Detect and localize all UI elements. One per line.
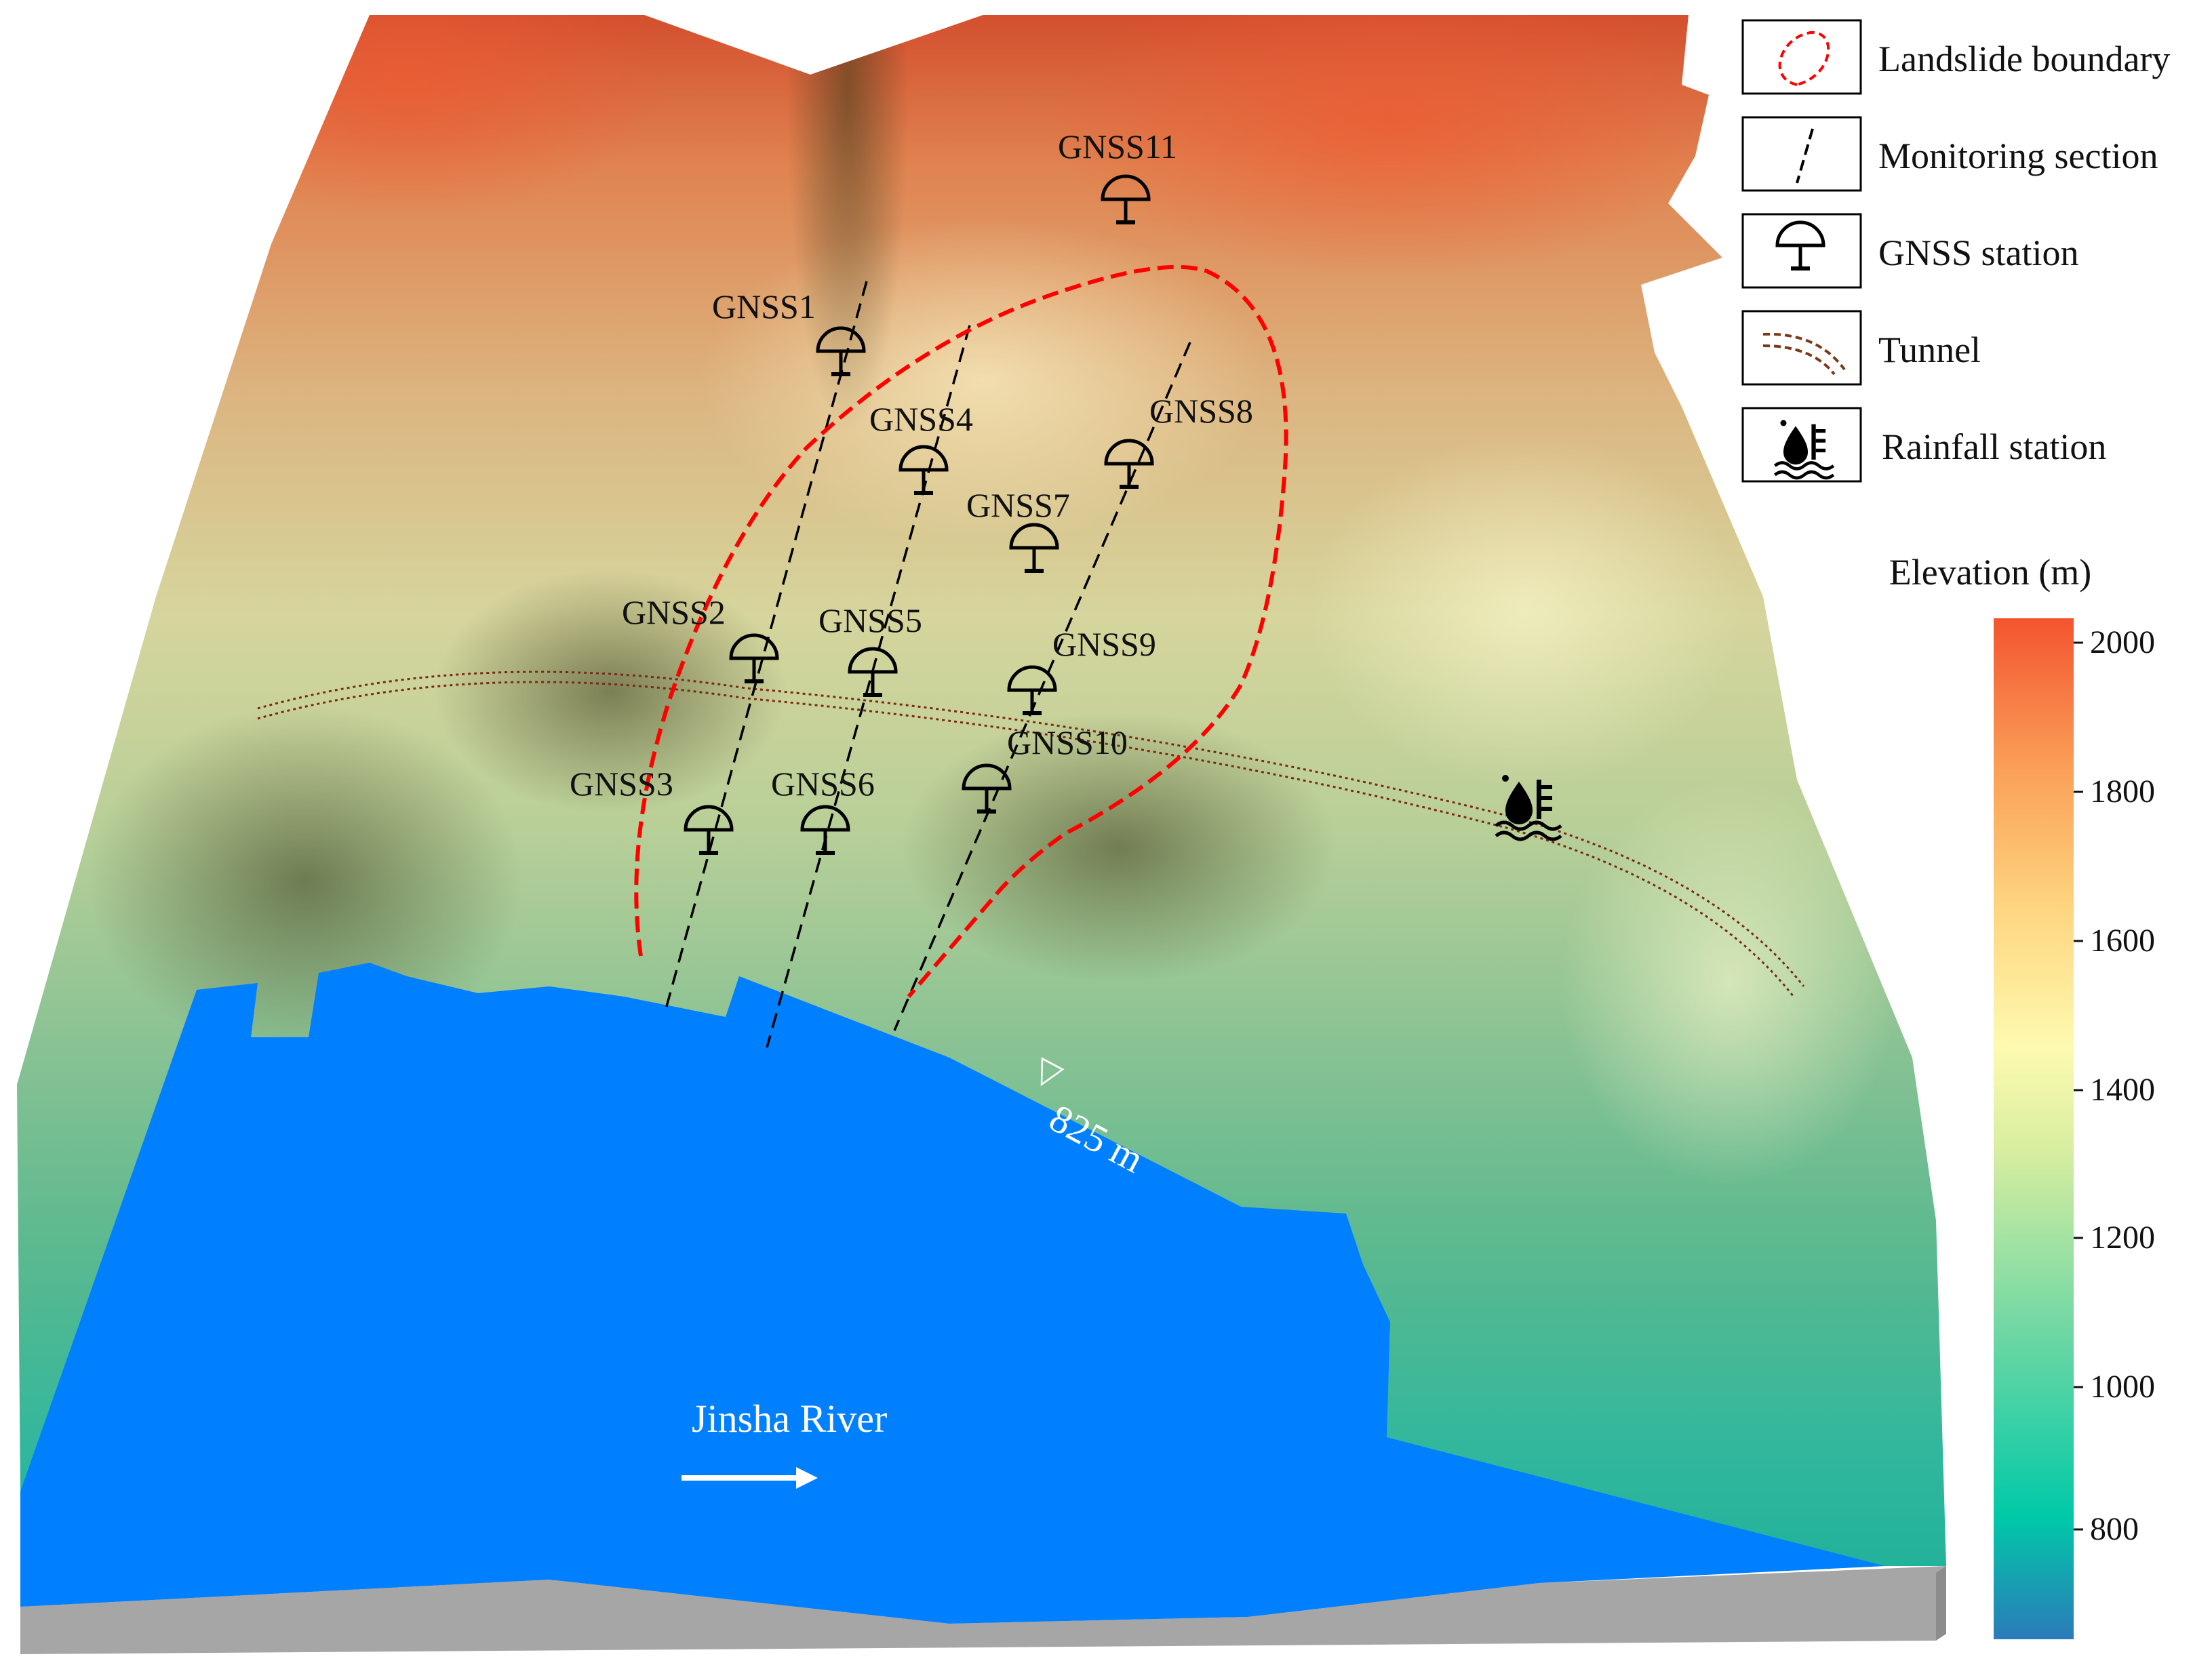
legend: Landslide boundary Monitoring section GN… xyxy=(1741,19,2170,483)
terrain-surface xyxy=(17,15,1946,1566)
tunnel-icon xyxy=(1762,332,1846,376)
legend-item-landslide: Landslide boundary xyxy=(1741,19,2170,95)
gnss-station-1: GNSS1 xyxy=(712,287,864,374)
legend-item-rainfall: Rainfall station xyxy=(1741,407,2106,483)
colorbar-tick: 1800 xyxy=(2090,774,2155,809)
colorbar-title: Elevation (m) xyxy=(1889,552,2091,593)
colorbar-tick: 1400 xyxy=(2090,1072,2155,1108)
monitoring-sections xyxy=(665,281,1191,1048)
river-label: Jinsha River xyxy=(692,1397,887,1441)
colorbar-gradient xyxy=(1994,618,2074,1639)
gnss-station-9: GNSS9 xyxy=(1009,625,1156,713)
colorbar-tick: 1600 xyxy=(2090,923,2155,959)
dashed-line-icon xyxy=(1796,128,1814,184)
monitoring-section-1 xyxy=(665,281,868,1009)
monitoring-section-2 xyxy=(766,325,971,1048)
legend-label: Landslide boundary xyxy=(1878,39,2170,79)
gnss-label: GNSS1 xyxy=(712,287,816,325)
gnss-station-10: GNSS10 xyxy=(964,723,1128,812)
terrain-base-side xyxy=(1936,1566,1946,1641)
gnss-label: GNSS8 xyxy=(1149,392,1253,430)
legend-item-section: Monitoring section xyxy=(1741,116,2158,192)
gnss-label: GNSS9 xyxy=(1052,625,1156,663)
gnss-label: GNSS4 xyxy=(869,400,973,438)
gnss-label: GNSS7 xyxy=(966,486,1070,524)
colorbar-tick: 2000 xyxy=(2090,624,2155,660)
colorbar-ticks: 2000 1800 1600 1400 1200 1000 800 xyxy=(2074,624,2155,1547)
river-water xyxy=(20,963,1885,1624)
gnss-station-5: GNSS5 xyxy=(818,601,922,695)
landslide-boundary xyxy=(634,264,1288,998)
terrain-base-slab xyxy=(20,1566,1946,1654)
dashed-ellipse-icon xyxy=(1778,31,1830,87)
colorbar-tick: 1200 xyxy=(2090,1220,2155,1256)
gnss-label: GNSS11 xyxy=(1058,127,1177,165)
tunnel xyxy=(257,670,1805,997)
colorbar-tick: 800 xyxy=(2090,1511,2139,1547)
gnss-station-4: GNSS4 xyxy=(869,400,973,493)
gnss-label: GNSS3 xyxy=(570,765,673,803)
colorbar-tick: 1000 xyxy=(2090,1369,2155,1405)
gnss-station-3: GNSS3 xyxy=(570,765,732,853)
elevation-colorbar: Elevation (m) 2000 1800 1600 1400 1200 1… xyxy=(1889,552,2155,1639)
legend-label: Rainfall station xyxy=(1882,426,2106,467)
legend-label: Monitoring section xyxy=(1878,136,2158,176)
gnss-station-8: GNSS8 xyxy=(1106,392,1253,487)
gnss-label: GNSS10 xyxy=(1007,723,1128,761)
gnss-station-11: GNSS11 xyxy=(1058,127,1177,222)
gnss-station-2: GNSS2 xyxy=(622,593,777,681)
legend-label: GNSS station xyxy=(1878,233,2079,273)
gnss-label: GNSS6 xyxy=(771,765,875,803)
gnss-station-7: GNSS7 xyxy=(966,486,1070,571)
gnss-station-6: GNSS6 xyxy=(771,765,875,853)
legend-label: Tunnel xyxy=(1878,329,1981,370)
monitoring-section-3 xyxy=(893,342,1191,1031)
gnss-label: GNSS2 xyxy=(622,593,726,631)
gnss-stations: GNSS1 GNSS2 GNSS3 GNSS4 GNSS5 GNSS6 GNSS… xyxy=(570,127,1253,853)
legend-item-tunnel: Tunnel xyxy=(1741,310,1981,386)
legend-item-gnss: GNSS station xyxy=(1741,213,2079,289)
gnss-label: GNSS5 xyxy=(818,601,922,639)
